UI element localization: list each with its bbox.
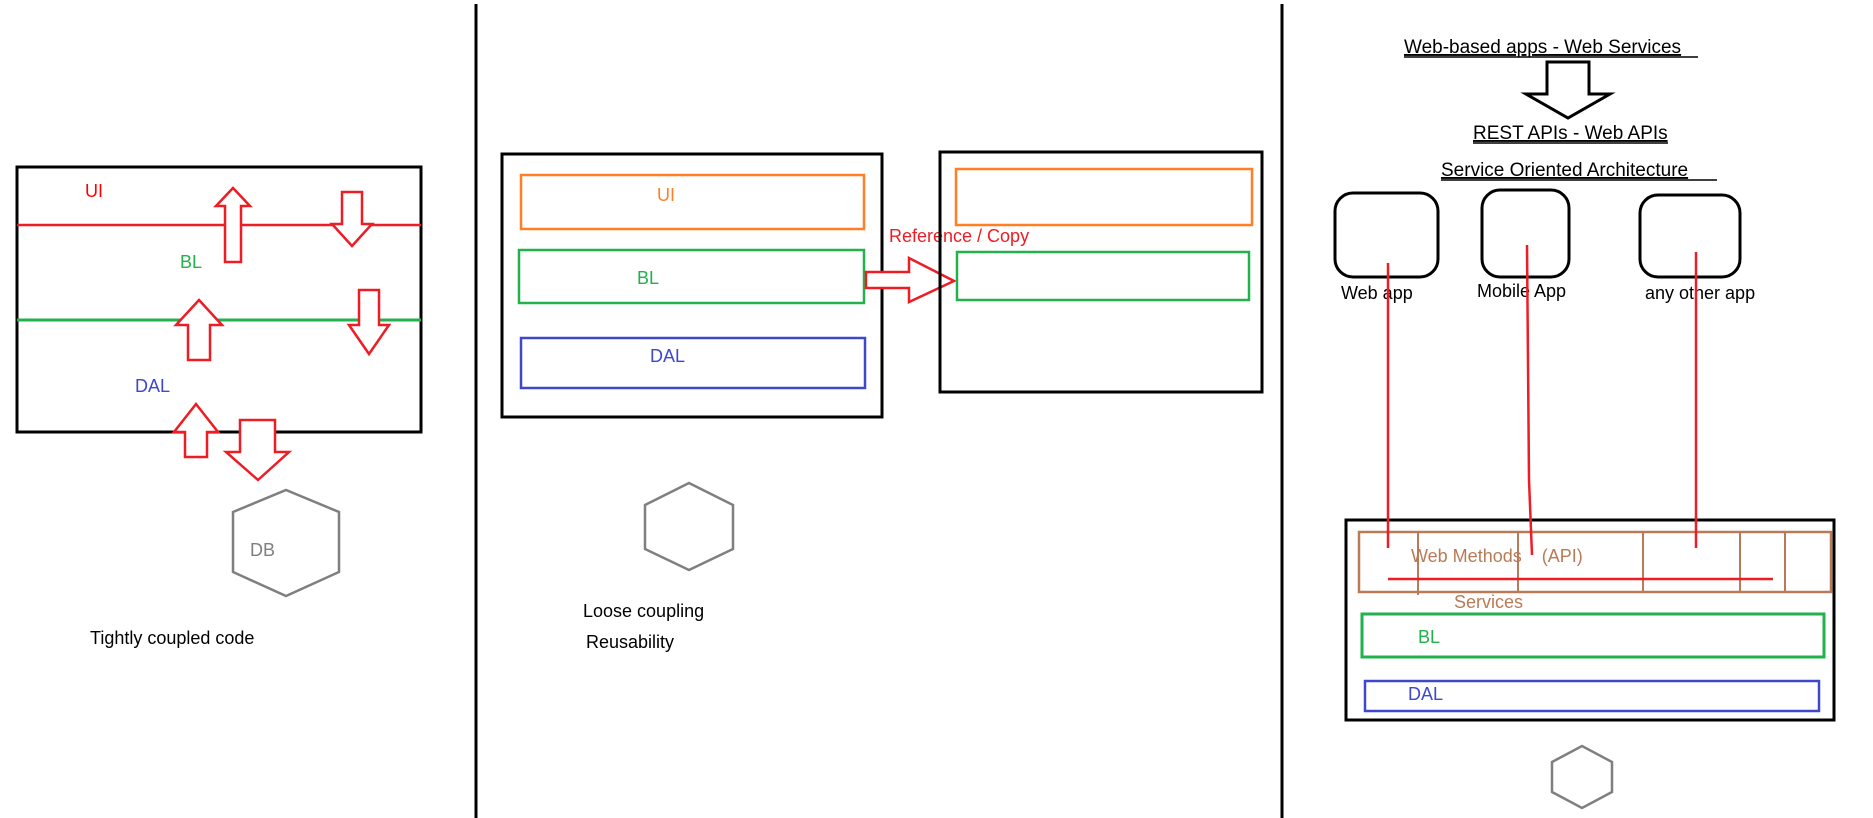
bl-layer-box-copy	[955, 250, 1251, 302]
ui-layer-label: UI	[657, 185, 675, 205]
services-label: Services	[1454, 592, 1523, 612]
mobile-app-label: Mobile App	[1477, 281, 1566, 301]
web-methods-row	[1357, 530, 1833, 594]
bl-layer-box	[517, 248, 866, 305]
arrow-down-icon	[222, 418, 293, 482]
dal-layer-box	[1363, 679, 1821, 713]
db-label: DB	[250, 540, 275, 560]
reference-copy-label: Reference / Copy	[889, 226, 1029, 246]
arrow-down-icon	[329, 190, 375, 248]
arrow-up-icon	[213, 186, 253, 264]
ui-layer-box	[519, 173, 866, 231]
panel-service-oriented: Web-based apps - Web Services REST APIs …	[1333, 37, 1836, 810]
arrow-right-icon	[864, 255, 957, 304]
tightly-coupled-caption: Tightly coupled code	[90, 628, 254, 648]
database-hexagon-icon	[643, 481, 735, 572]
arrow-up-icon	[173, 298, 225, 362]
dal-layer-label: DAL	[135, 376, 170, 396]
arrow-up-icon	[171, 401, 221, 459]
bl-layer-label: BL	[637, 268, 659, 288]
panel-loose-coupling: UI BL DAL Reference / Copy Loose couplin…	[500, 150, 1264, 652]
mobile-app-connector	[1525, 244, 1534, 556]
other-app-label: any other app	[1645, 283, 1755, 303]
soa-heading: Service Oriented Architecture	[1441, 160, 1688, 181]
dal-layer-box	[519, 336, 867, 390]
web-app-label: Web app	[1341, 283, 1413, 303]
dal-layer-label: DAL	[650, 346, 685, 366]
ui-layer-box-copy	[954, 167, 1254, 227]
loose-coupling-caption: Loose coupling	[583, 601, 704, 621]
web-services-title: Web-based apps - Web Services	[1404, 37, 1681, 58]
panel-tightly-coupled: UI BL DAL DB Tightly coupled code	[15, 165, 423, 648]
services-frame	[1344, 518, 1836, 722]
database-hexagon-icon	[231, 488, 341, 598]
rest-apis-subtitle: REST APIs - Web APIs	[1473, 123, 1668, 144]
bl-layer-label: BL	[1418, 627, 1440, 647]
other-app-frame	[938, 150, 1264, 394]
ui-layer-label: UI	[85, 181, 103, 201]
reusability-caption: Reusability	[586, 632, 674, 652]
bl-layer-box	[1360, 612, 1826, 659]
dal-layer-label: DAL	[1408, 684, 1443, 704]
mobile-app-box	[1480, 188, 1571, 279]
web-methods-label: Web Methods (API)	[1411, 546, 1583, 566]
arrow-down-icon	[1520, 60, 1616, 120]
database-hexagon-icon	[1550, 744, 1614, 810]
other-app-box	[1638, 193, 1742, 279]
arrow-down-icon	[346, 288, 392, 357]
bl-layer-label: BL	[180, 252, 202, 272]
web-app-box	[1333, 191, 1440, 279]
app-frame	[500, 152, 884, 419]
